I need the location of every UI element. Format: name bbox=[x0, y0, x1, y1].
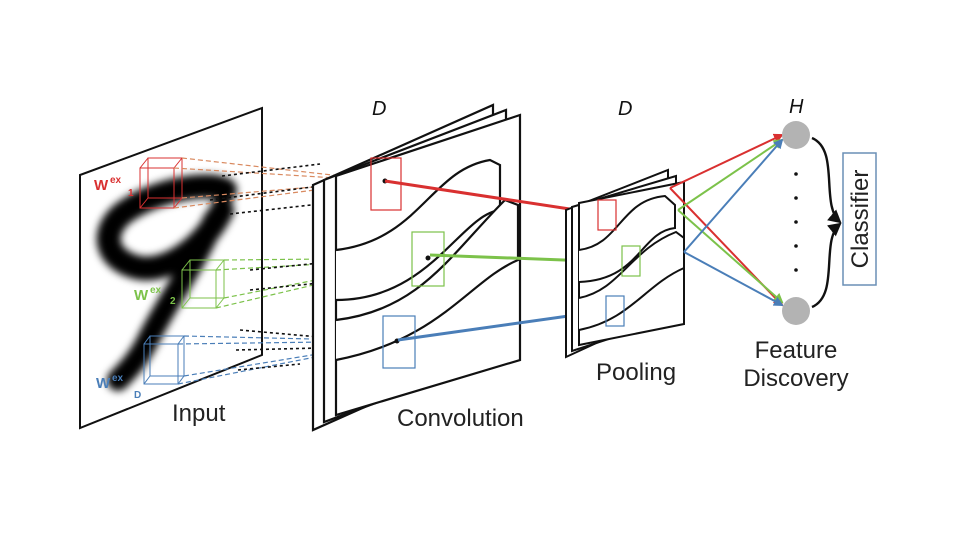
input-label: Input bbox=[172, 400, 226, 427]
input-receptive-field-red bbox=[139, 157, 183, 209]
pooling-boxes bbox=[597, 199, 641, 327]
filter-label-w1: W ex 1 bbox=[94, 175, 134, 199]
pool-box-red bbox=[597, 199, 617, 231]
conv-box-blue bbox=[382, 315, 416, 369]
arrow-top-to-classifier bbox=[811, 136, 842, 224]
svg-text:ex: ex bbox=[150, 285, 162, 296]
svg-text:ex: ex bbox=[110, 175, 122, 186]
svg-text:W: W bbox=[134, 287, 149, 304]
input-plane bbox=[79, 106, 263, 430]
hidden-node-bottom bbox=[782, 297, 810, 325]
hidden-node-ellipsis bbox=[794, 172, 798, 272]
pooling-stack bbox=[565, 168, 685, 359]
input-receptive-field-green bbox=[181, 259, 225, 309]
feature-label-line1: Feature bbox=[755, 337, 838, 364]
pool-depth-label: D bbox=[618, 98, 632, 120]
svg-text:W: W bbox=[94, 177, 109, 194]
svg-text:W: W bbox=[96, 375, 111, 392]
handwritten-digit-nine bbox=[96, 174, 237, 391]
hidden-node-top bbox=[782, 121, 810, 149]
conv-depth-label: D bbox=[372, 98, 386, 120]
arrow-red-to-pooling bbox=[384, 179, 598, 217]
pool-box-green bbox=[621, 245, 641, 277]
arrow-bottom-to-classifier bbox=[811, 222, 842, 309]
convolution-stack bbox=[311, 103, 522, 432]
input-receptive-field-blue bbox=[143, 335, 185, 385]
classifier-box bbox=[842, 152, 877, 286]
classifier-label: Classifier bbox=[847, 170, 874, 269]
convolution-label: Convolution bbox=[397, 405, 524, 432]
hidden-layer-label: H bbox=[789, 96, 804, 118]
filter-label-w2: W ex 2 bbox=[134, 285, 176, 307]
svg-text:1: 1 bbox=[128, 188, 134, 199]
conv-box-green bbox=[411, 231, 445, 287]
svg-text:2: 2 bbox=[170, 296, 176, 307]
pool-box-blue bbox=[605, 295, 625, 327]
pooling-label: Pooling bbox=[596, 359, 676, 386]
filter-label-wd: W ex D bbox=[96, 373, 141, 401]
svg-text:ex: ex bbox=[112, 373, 124, 384]
connections-to-hidden bbox=[669, 133, 784, 307]
svg-text:D: D bbox=[134, 390, 141, 401]
feature-label-line2: Discovery bbox=[743, 365, 848, 392]
